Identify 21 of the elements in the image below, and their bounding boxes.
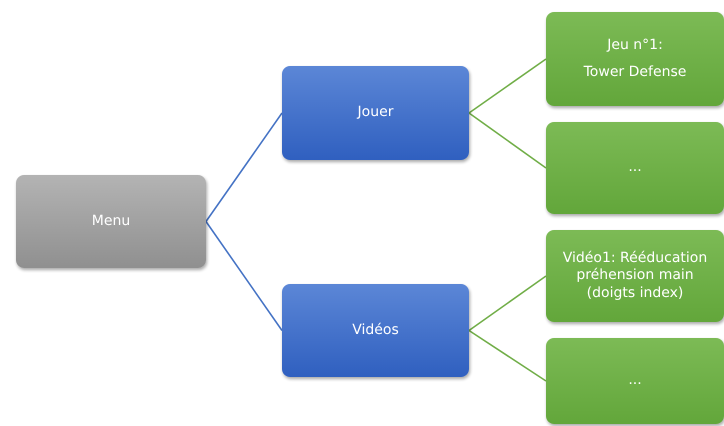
box-label: Vidéo1: Rééducation préhension main (doigts index) bbox=[562, 250, 708, 302]
connector-line bbox=[205, 112, 283, 222]
box-label: Jouer bbox=[358, 104, 394, 122]
menu-box bbox=[16, 175, 206, 268]
menu-box bbox=[282, 284, 469, 377]
connector-line bbox=[468, 112, 546, 169]
menu-box bbox=[546, 338, 724, 424]
box-label: Menu bbox=[92, 212, 130, 230]
connector-line bbox=[468, 330, 546, 382]
box-label: Vidéos bbox=[352, 322, 399, 340]
box-label: Jeu n°1: bbox=[607, 36, 663, 54]
connector-line bbox=[468, 275, 546, 332]
menu-box bbox=[546, 122, 724, 214]
menu-box bbox=[282, 66, 469, 160]
connector-line bbox=[205, 221, 283, 331]
menu-box bbox=[546, 230, 724, 322]
connector-line bbox=[468, 58, 546, 114]
box-label: Tower Defense bbox=[584, 64, 686, 82]
box-label: ... bbox=[628, 372, 642, 390]
menu-box bbox=[546, 12, 724, 106]
box-label: ... bbox=[628, 159, 642, 177]
